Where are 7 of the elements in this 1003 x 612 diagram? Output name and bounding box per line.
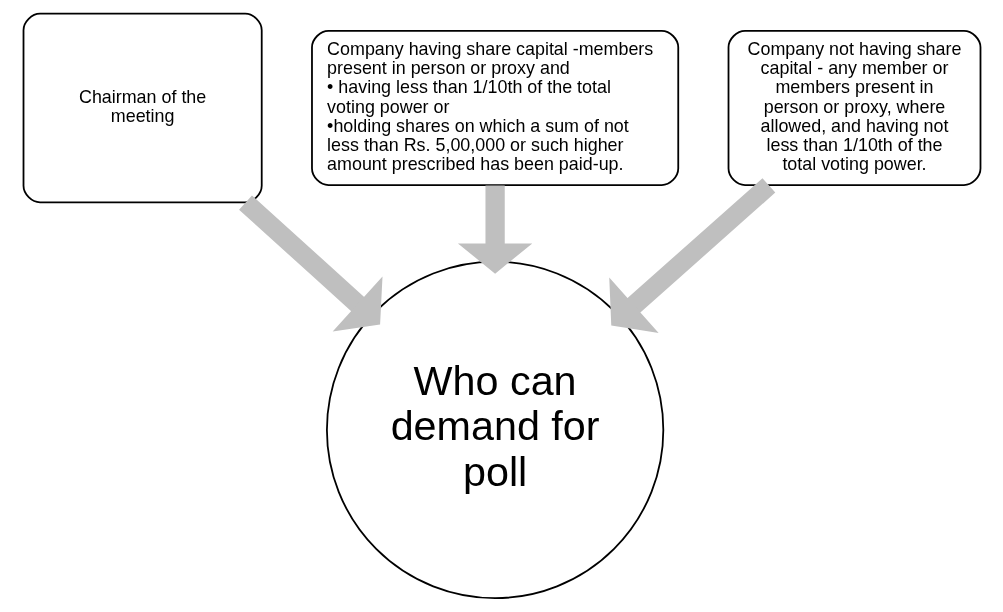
arrow	[238, 195, 382, 332]
arrow	[608, 178, 775, 333]
node-box: Chairman of the meeting	[22, 12, 263, 204]
node-box: Company having share capital -members present in person or proxy and • having less than 1/10th of the total voting power or •holding shares on which a sum of not less than Rs. 5,00,000 or such higher amount prescribed has been paid-up.	[310, 29, 679, 186]
node-circle: Who can demand for poll	[325, 260, 664, 600]
node-box: Company not having share capital - any member or members present in person or proxy, where allowed, and having not less than 1/10th of the total voting power.	[727, 29, 981, 186]
arrow	[457, 185, 532, 274]
